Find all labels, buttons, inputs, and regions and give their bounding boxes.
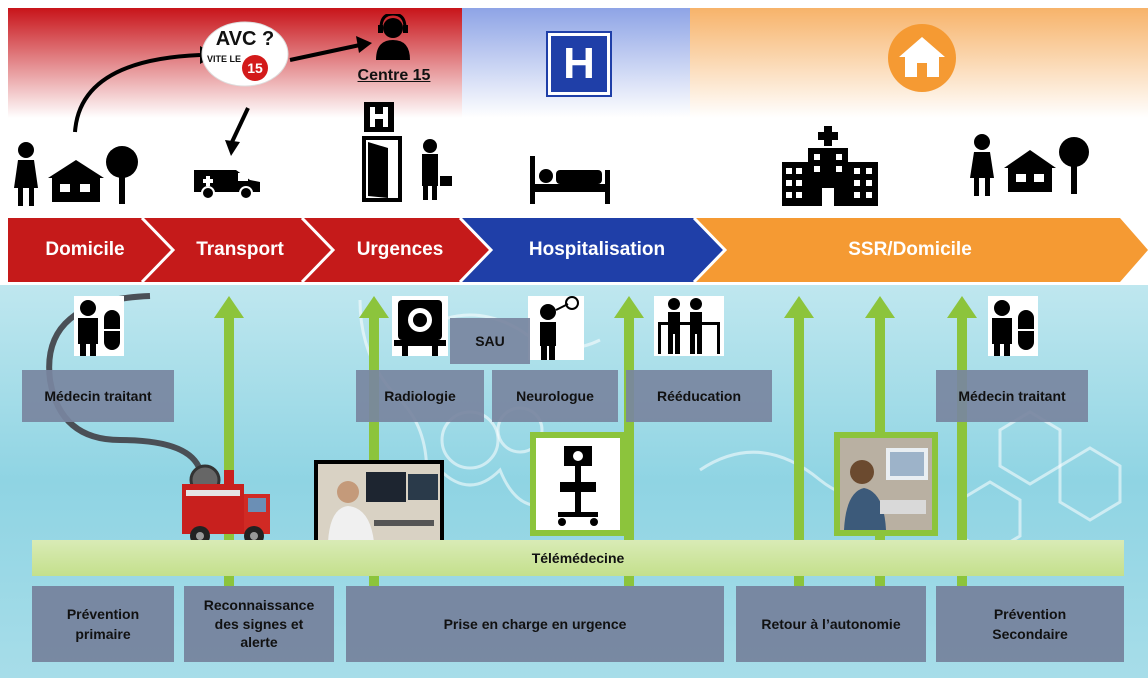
patient-back-home-icon bbox=[966, 132, 1092, 200]
doctor-with-pill-icon-right bbox=[988, 296, 1038, 356]
sau-box: SAU bbox=[450, 318, 530, 364]
medecin-traitant-label-left: Médecin traitant bbox=[44, 388, 152, 404]
stage-label-urgences: Urgences bbox=[356, 239, 444, 261]
mri-scanner-icon bbox=[392, 296, 448, 356]
avc-vite-le-15-badge: AVC ? VITE LE 15 bbox=[200, 18, 290, 88]
hospital-sign-letter: H bbox=[563, 39, 595, 88]
neurologue-box: Neurologue bbox=[492, 370, 618, 422]
emergency-entrance-icon bbox=[360, 102, 456, 202]
avc-badge-title: AVC ? bbox=[215, 28, 275, 50]
rehabilitation-icon bbox=[654, 296, 724, 356]
stage-label-transport: Transport bbox=[196, 239, 284, 261]
phase-retour-autonomie-label: Retour à l’autonomie bbox=[761, 615, 901, 632]
home-icon bbox=[887, 23, 957, 93]
hospital-sign-icon: H bbox=[548, 33, 610, 95]
stage-label-hospitalisation: Hospitalisation bbox=[528, 239, 666, 261]
phase-prise-en-charge-urgence: Prise en charge en urgence bbox=[346, 586, 724, 662]
medecin-traitant-box-left: Médecin traitant bbox=[22, 370, 174, 422]
reeducation-box: Rééducation bbox=[626, 370, 772, 422]
sau-label: SAU bbox=[475, 333, 505, 349]
centre15-label: Centre 15 bbox=[357, 67, 431, 84]
radiologie-label: Radiologie bbox=[384, 388, 456, 404]
telerehabilitation-photo bbox=[834, 432, 938, 536]
telemedecine-label: Télémédecine bbox=[531, 550, 625, 566]
telemedicine-robot-photo bbox=[530, 432, 626, 536]
neurologist-icon bbox=[528, 296, 584, 360]
chevron-domicile bbox=[8, 218, 173, 282]
doctor-with-pill-icon-left bbox=[74, 296, 124, 356]
medecin-traitant-label-right: Médecin traitant bbox=[958, 388, 1066, 404]
chevron-transport bbox=[142, 218, 333, 282]
ambulance-icon bbox=[192, 162, 262, 200]
patient-at-home-icon bbox=[8, 138, 142, 208]
phase-prise-en-charge-urgence-label: Prise en charge en urgence bbox=[443, 615, 627, 632]
chevron-urgences bbox=[302, 218, 491, 282]
medecin-traitant-box-right: Médecin traitant bbox=[936, 370, 1088, 422]
radiologie-box: Radiologie bbox=[356, 370, 484, 422]
call-center-operator-icon bbox=[372, 12, 414, 60]
stage-label-ssr-domicile: SSR/Domicile bbox=[848, 239, 972, 261]
teleradiology-photo bbox=[314, 460, 444, 546]
hospital-bed-icon bbox=[528, 156, 612, 204]
phase-retour-autonomie: Retour à l’autonomie bbox=[736, 586, 926, 662]
chevron-ssr-domicile bbox=[694, 218, 1148, 282]
avc-badge-subtitle: VITE LE bbox=[206, 54, 241, 64]
reeducation-label: Rééducation bbox=[656, 388, 741, 404]
stage-label-domicile: Domicile bbox=[45, 239, 125, 261]
hospital-building-icon bbox=[780, 126, 880, 206]
chevron-hospitalisation bbox=[460, 218, 725, 282]
avc-badge-number: 15 bbox=[247, 60, 263, 76]
neurologue-label: Neurologue bbox=[516, 388, 594, 404]
fire-truck-photo bbox=[180, 470, 272, 548]
telemedecine-bar: Télémédecine bbox=[32, 540, 1124, 576]
alert-arrows bbox=[73, 43, 361, 143]
